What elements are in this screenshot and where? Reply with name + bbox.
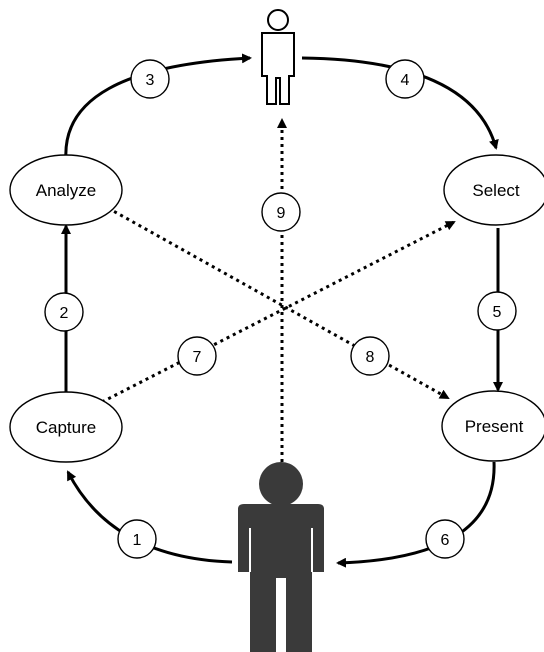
- capture-label: Capture: [36, 418, 96, 437]
- arrow-4: [301, 56, 499, 150]
- step-6-label: 6: [441, 532, 450, 549]
- step-5-label: 5: [493, 304, 502, 321]
- present-node: Present: [441, 390, 544, 462]
- arrow-3: [64, 53, 252, 161]
- step-9-label: 9: [277, 205, 286, 222]
- step-5-badge: 5: [477, 291, 517, 331]
- step-8-label: 8: [366, 349, 375, 366]
- present-label: Present: [465, 417, 524, 436]
- step-3-label: 3: [146, 72, 155, 89]
- step-1-badge: 1: [117, 519, 157, 559]
- step-6-badge: 6: [425, 519, 465, 559]
- step-4-label: 4: [401, 72, 410, 89]
- capture-node: Capture: [9, 391, 123, 463]
- step-1-label: 1: [133, 532, 142, 549]
- arrow-8: [107, 206, 450, 400]
- step-9-badge: 9: [261, 192, 301, 232]
- step-4-badge: 4: [385, 59, 425, 99]
- arrow-6: [336, 461, 496, 568]
- step-3-badge: 3: [130, 59, 170, 99]
- outlined-person-icon: [261, 9, 295, 105]
- arrow-7: [101, 220, 456, 404]
- step-2-badge: 2: [44, 292, 84, 332]
- step-8-badge: 8: [350, 336, 390, 376]
- step-2-label: 2: [60, 305, 69, 322]
- analyze-node: Analyze: [9, 154, 123, 226]
- step-7-badge: 7: [177, 336, 217, 376]
- select-node: Select: [443, 154, 544, 226]
- step-7-label: 7: [193, 349, 202, 366]
- analyze-label: Analyze: [36, 181, 96, 200]
- select-label: Select: [472, 181, 520, 200]
- filled-person-icon: [238, 462, 324, 652]
